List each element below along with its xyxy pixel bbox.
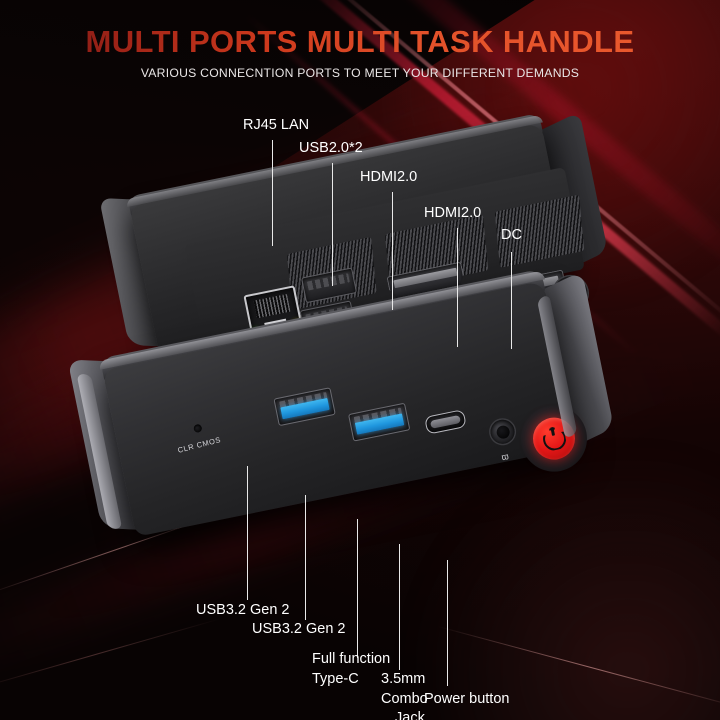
callout-type-c-line2: Type-C (312, 671, 359, 687)
callout-audio-line3: Jack (395, 710, 425, 720)
callout-type-c-line1: Full function (312, 651, 391, 667)
leader-line-type-c (357, 519, 359, 658)
headphone-icon: ϖ (500, 451, 510, 463)
callout-hdmi-1: HDMI2.0 (360, 169, 418, 185)
leader-line-dc (511, 252, 513, 349)
leader-line-hdmi-1 (392, 192, 394, 310)
usb-type-c-port[interactable] (424, 409, 467, 435)
leader-line-usb32-1 (247, 466, 249, 600)
callout-usb32-2: USB3.2 Gen 2 (252, 621, 346, 637)
page-title: MULTI PORTS MULTI TASK HANDLE (0, 26, 720, 57)
callout-rj45-lan: RJ45 LAN (243, 117, 310, 133)
leader-line-usb2 (332, 163, 334, 286)
callout-audio-line2: Combo (381, 691, 428, 707)
leader-line-audio-jack (399, 544, 401, 670)
callout-hdmi-2: HDMI2.0 (424, 205, 482, 221)
background-glow-bottom-right (400, 460, 720, 720)
clr-cmos-pinhole[interactable] (193, 423, 203, 434)
audio-jack-hole (494, 424, 511, 440)
leader-line-hdmi-2 (457, 228, 459, 347)
power-symbol-bar (550, 424, 555, 435)
usb32-port-2[interactable] (347, 402, 411, 442)
audio-combo-jack[interactable] (488, 417, 517, 446)
page-subtitle: VARIOUS CONNECNTION PORTS TO MEET YOUR D… (140, 66, 580, 80)
leader-line-usb32-2 (305, 495, 307, 620)
usb2-tongue-top (306, 273, 350, 291)
leader-line-power-button (447, 560, 449, 686)
leader-line-rj45-lan (272, 140, 274, 246)
type-c-inner (429, 414, 461, 429)
callout-audio-line1: 3.5mm (381, 671, 426, 687)
clr-cmos-silkscreen: CLR CMOS (176, 435, 222, 455)
callout-power-button: Power button (424, 691, 510, 707)
callout-usb32-1: USB3.2 Gen 2 (196, 602, 290, 618)
usb32-port-1[interactable] (273, 387, 336, 427)
callout-dc: DC (501, 227, 522, 243)
callout-usb2: USB2.0*2 (299, 140, 363, 156)
